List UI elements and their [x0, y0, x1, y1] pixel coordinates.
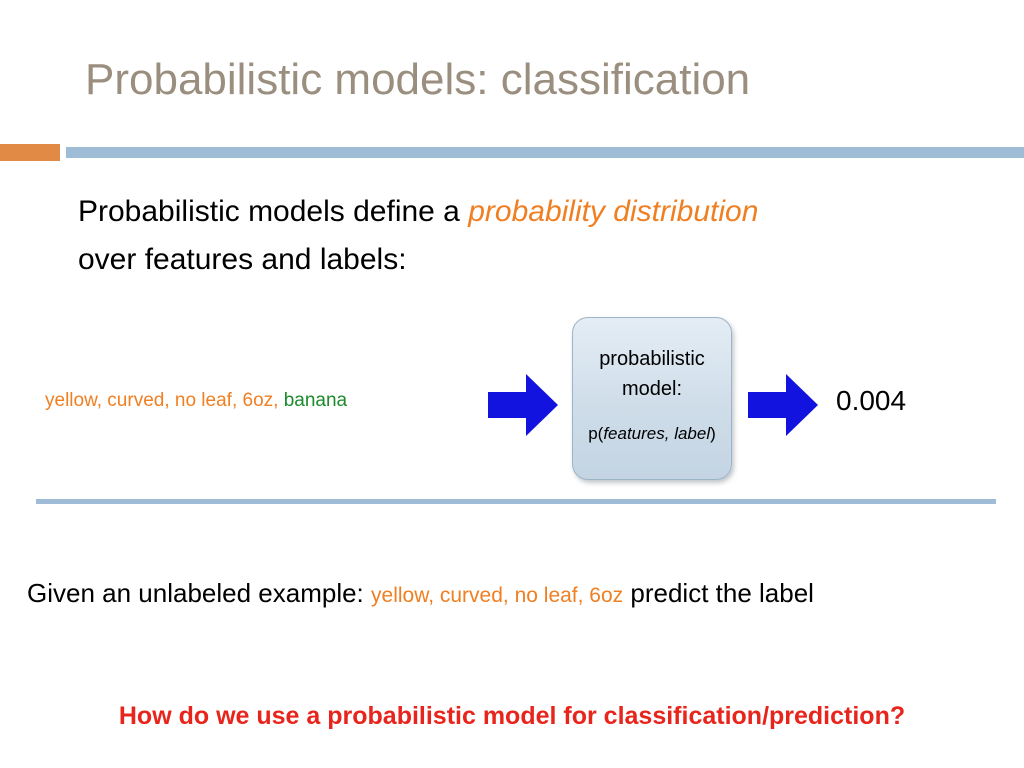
formula-italic: features, label [603, 424, 711, 443]
model-box-formula: p(features, label) [573, 424, 731, 444]
page-title: Probabilistic models: classification [85, 55, 751, 104]
prediction-suffix: predict the label [623, 578, 814, 608]
body-text-emphasis: probability distribution [468, 195, 759, 228]
closing-question: How do we use a probabilistic model for … [118, 702, 906, 730]
title-divider-orange-block [0, 144, 60, 161]
input-features-text: yellow, curved, no leaf, 6oz, [45, 390, 284, 411]
diagram-output-value: 0.004 [836, 385, 907, 416]
formula-suffix: ) [710, 424, 716, 443]
right-arrow-icon [748, 372, 818, 438]
model-box-line-2: model: [621, 378, 683, 400]
body-text-part-2: over features and labels: [78, 243, 407, 276]
prediction-features: yellow, curved, no leaf, 6oz [371, 584, 624, 607]
model-box-line-1: probabilistic [599, 348, 705, 370]
formula-prefix: p( [588, 424, 604, 443]
prediction-statement: Given an unlabeled example: yellow, curv… [27, 578, 1007, 609]
section-divider-blue-bar [36, 499, 996, 504]
input-label-text: banana [283, 390, 348, 411]
diagram-input-features: yellow, curved, no leaf, 6oz, banana [45, 390, 347, 412]
prediction-prefix: Given an unlabeled example: [27, 578, 372, 608]
probabilistic-model-box: probabilistic model: p(features, label) [572, 317, 732, 480]
body-text-part-1: Probabilistic models define a [78, 195, 469, 228]
title-divider-blue-bar [66, 147, 1024, 158]
body-paragraph: Probabilistic models define a probabilit… [78, 188, 958, 284]
right-arrow-icon [488, 372, 558, 438]
